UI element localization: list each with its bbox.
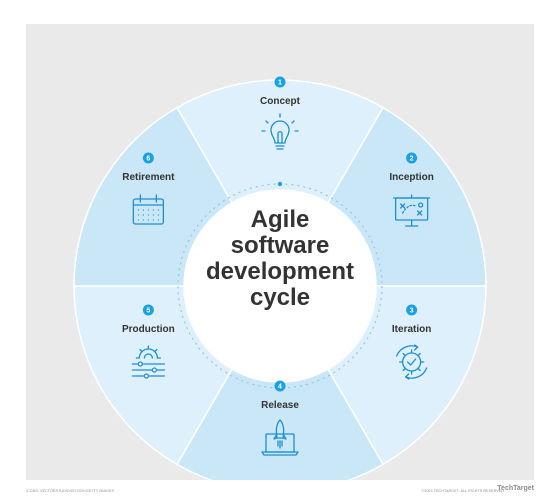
rocket-laptop-icon <box>261 419 299 456</box>
stage-number: 6 <box>146 156 150 163</box>
stage-label: Retirement <box>122 172 175 183</box>
gear-cycle-icon <box>395 344 428 380</box>
stage-number-badge <box>406 152 418 164</box>
stage-number: 5 <box>146 308 150 315</box>
brand-logo: TechTarget <box>497 485 534 492</box>
stage-number: 3 <box>410 308 414 315</box>
stage-number: 4 <box>278 384 282 391</box>
agile-cycle-diagram: Agile software development cycle 1Concep… <box>73 76 487 480</box>
stage-label: Release <box>261 400 299 411</box>
stage-number-badge <box>142 304 154 316</box>
center-title-line-1: Agile <box>251 206 310 233</box>
whiteboard-strategy-icon <box>392 194 431 227</box>
center-circle <box>184 190 376 382</box>
stage-label: Production <box>122 324 175 335</box>
copyright-notice: ©2024 TechTarget. All rights reserved. <box>421 489 505 493</box>
ring-marker-dot <box>277 181 283 187</box>
stage-number-badge <box>274 76 286 88</box>
stage-number-badge <box>274 380 286 392</box>
stage-number: 2 <box>410 156 414 163</box>
center-title-line-4: cycle <box>250 284 310 311</box>
gear-sliders-icon <box>131 345 166 379</box>
lightbulb-icon <box>261 113 299 150</box>
stage-number: 1 <box>278 80 282 87</box>
stage-number-badge <box>406 304 418 316</box>
stage-label: Inception <box>389 172 433 183</box>
calendar-icon <box>132 194 165 225</box>
center-title-line-3: development <box>206 258 354 285</box>
stage-number-badge <box>142 152 154 164</box>
center-title-line-2: software <box>231 232 330 259</box>
image-credit: Icons: Vectorstudio/iStock/Getty Images <box>26 489 114 493</box>
stage-label: Iteration <box>392 324 431 335</box>
dashed-ring <box>177 183 383 389</box>
stage-label: Concept <box>260 96 301 107</box>
